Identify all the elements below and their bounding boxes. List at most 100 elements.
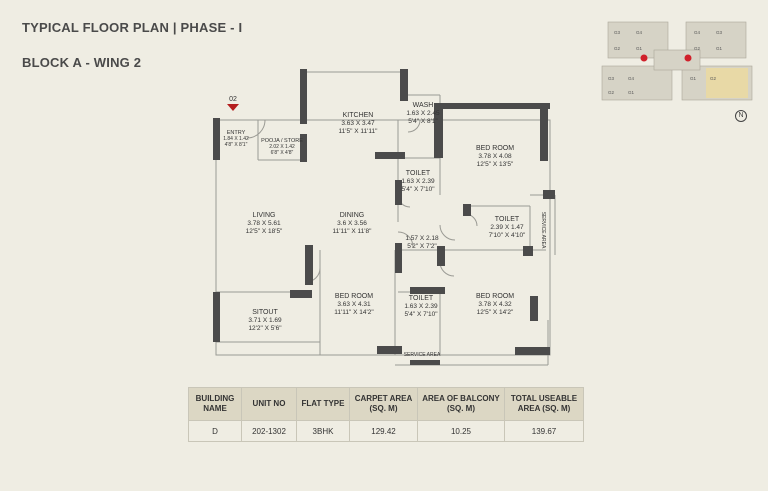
key-label: G2 (710, 76, 717, 81)
key-marker (684, 54, 692, 62)
key-label: G2 (694, 46, 701, 51)
key-label: G4 (628, 76, 635, 81)
column (437, 246, 445, 266)
column (395, 243, 402, 273)
room-pooja: POOJA / STORE 2.02 X 1.42 6'8" X 4'8" (261, 138, 303, 156)
room-kitchen: KITCHEN 3.63 X 3.47 11'5" X 11'11" (339, 112, 378, 136)
column (305, 245, 313, 285)
key-label: G1 (716, 46, 723, 51)
column (213, 292, 220, 342)
cell-building-name: D (188, 420, 242, 442)
room-dim-metric: 3.78 X 5.61 (247, 220, 281, 227)
column (434, 103, 443, 158)
column (523, 246, 533, 256)
entry-marker: 02 (225, 96, 241, 111)
room-sitout: SITOUT 3.71 X 1.69 12'2" X 5'6" (248, 309, 281, 333)
column (540, 103, 548, 161)
room-name: BED ROOM (475, 293, 515, 300)
table-row: D 202-1302 3BHK 129.42 10.25 139.67 (188, 420, 584, 442)
beam (440, 103, 550, 109)
key-label: G3 (608, 76, 615, 81)
room-dim-imperial: 12'5" X 14'2" (476, 309, 514, 316)
key-label: G1 (636, 46, 643, 51)
key-block (607, 21, 669, 59)
room-dim-metric: 1.63 X 2.39 (404, 303, 438, 310)
room-dim-imperial: 12'5" X 13'5" (476, 161, 514, 168)
key-highlight-unit (706, 68, 748, 98)
block-subtitle: BLOCK A - WING 2 (22, 55, 142, 70)
room-name: SERVICE AREA (540, 211, 546, 249)
cell-balcony-area: 10.25 (417, 420, 505, 442)
room-name: TOILET (494, 216, 520, 223)
wall-segment (375, 152, 405, 159)
column (400, 69, 408, 101)
col-total-area: TOTAL USEABLE AREA (SQ. M) (504, 387, 584, 421)
room-name: LIVING (252, 212, 276, 219)
room-toilet-2: TOILET 2.39 X 1.47 7'10" X 4'10" (489, 216, 526, 240)
room-dining: DINING 3.6 X 3.56 11'11" X 11'8" (333, 212, 372, 236)
column (463, 204, 471, 216)
door-swing (246, 119, 266, 139)
column (213, 118, 220, 160)
room-dim-imperial: 12'2" X 5'6" (248, 325, 282, 332)
outer-wall (215, 119, 551, 356)
room-living: LIVING 3.78 X 5.61 12'5" X 18'5" (246, 212, 283, 236)
room-name: TOILET (405, 170, 431, 177)
room-entry: ENTRY 1.84 X 1.42 4'8" X 8'1" (223, 130, 249, 148)
room-toilet-3: TOILET 1.63 X 2.39 5'4" X 7'10" (404, 295, 437, 319)
column (395, 180, 402, 205)
key-label: G3 (716, 30, 723, 35)
key-label: G4 (694, 30, 701, 35)
col-balcony-area: AREA OF BALCONY (SQ. M) (417, 387, 505, 421)
room-dim-imperial: 5'4" X 7'10" (401, 186, 435, 193)
room-passage: 1.57 X 2.18 5'2" X 7'2" (405, 235, 438, 251)
room-name: SERVICE AREA (403, 352, 441, 358)
room-wash: WASH 1.63 X 2.45 5'4" X 8'1" (406, 102, 439, 126)
key-marker (640, 54, 648, 62)
room-name: SITOUT (252, 309, 278, 316)
room-name: WASH (412, 102, 434, 109)
cell-carpet-area: 129.42 (349, 420, 418, 442)
room-dim-imperial: 5'4" X 8'1" (408, 118, 438, 125)
room-dim-metric: 1.63 X 2.39 (401, 178, 435, 185)
key-label: G1 (628, 90, 635, 95)
key-label: G2 (614, 46, 621, 51)
room-bedroom-3: BED ROOM 3.78 X 4.32 12'5" X 14'2" (476, 293, 514, 317)
key-core (653, 49, 701, 71)
room-name: BED ROOM (475, 145, 515, 152)
room-name: TOILET (408, 295, 434, 302)
cell-unit-no: 202-1302 (241, 420, 297, 442)
col-carpet-area: CARPET AREA (SQ. M) (349, 387, 418, 421)
key-label: G1 (690, 76, 697, 81)
room-dim-metric: 3.78 X 4.08 (478, 153, 512, 160)
room-dim-metric: 3.71 X 1.69 (248, 317, 282, 324)
room-dim-metric: 1.84 X 1.42 (223, 136, 249, 142)
wall-segment (515, 347, 550, 355)
key-block (601, 65, 673, 101)
col-building-name: BUILDING NAME (188, 387, 242, 421)
room-name: BED ROOM (334, 293, 374, 300)
wall-segment (290, 290, 312, 298)
door-swing (397, 231, 414, 248)
entry-marker-label: 02 (229, 96, 237, 103)
column (300, 134, 307, 162)
column (300, 69, 307, 124)
room-dim-imperial: 11'5" X 11'11" (338, 128, 378, 135)
compass-icon: N (735, 110, 747, 122)
cell-total-area: 139.67 (504, 420, 584, 442)
entry-arrow-icon (227, 104, 239, 111)
room-name: POOJA / STORE (261, 138, 303, 144)
room-dim-imperial: 5'4" X 7'10" (404, 311, 438, 318)
room-dim-imperial: 11'11" X 11'8" (332, 228, 372, 235)
room-service-area-2: SERVICE AREA (404, 352, 441, 358)
key-plan: G3 G4 G2 G1 G4 G3 G2 G1 G3 G4 G2 G1 G1 G… (601, 21, 753, 101)
room-toilet-1: TOILET 1.63 X 2.39 5'4" X 7'10" (401, 170, 434, 194)
table-header-row: BUILDING NAME UNIT NO FLAT TYPE CARPET A… (188, 387, 584, 421)
room-dim-imperial: 11'11" X 14'2" (334, 309, 374, 316)
cell-flat-type: 3BHK (296, 420, 350, 442)
door-swing (407, 119, 421, 133)
key-label: G3 (614, 30, 621, 35)
door-swing (439, 224, 456, 241)
room-dim-metric: 1.57 X 2.18 (405, 235, 439, 242)
room-dim-metric: 1.63 X 2.45 (406, 110, 440, 117)
